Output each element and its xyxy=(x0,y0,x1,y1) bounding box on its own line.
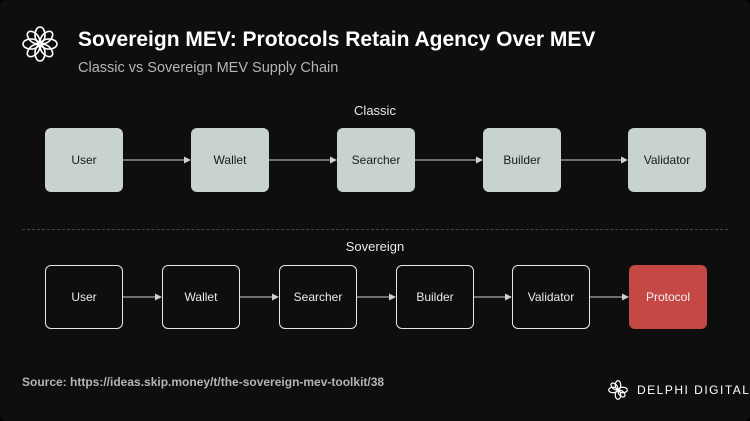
sovereign-section-label: Sovereign xyxy=(345,239,405,254)
sovereign-node-builder: Builder xyxy=(396,265,474,329)
section-divider xyxy=(22,229,728,230)
classic-node-builder: Builder xyxy=(483,128,561,192)
source-citation: Source: https://ideas.skip.money/t/the-s… xyxy=(22,375,385,389)
flower-logo-icon xyxy=(22,26,58,62)
brand-name: DELPHI DIGITAL xyxy=(637,383,750,397)
classic-node-validator: Validator xyxy=(628,128,706,192)
sovereign-node-protocol: Protocol xyxy=(629,265,707,329)
sovereign-node-validator: Validator xyxy=(512,265,590,329)
page-subtitle: Classic vs Sovereign MEV Supply Chain xyxy=(78,60,339,76)
brand-mark: DELPHI DIGITAL xyxy=(607,379,750,401)
sovereign-node-user: User xyxy=(45,265,123,329)
classic-section-label: Classic xyxy=(354,103,396,118)
classic-node-user: User xyxy=(45,128,123,192)
classic-node-searcher: Searcher xyxy=(337,128,415,192)
classic-node-wallet: Wallet xyxy=(191,128,269,192)
sovereign-node-searcher: Searcher xyxy=(279,265,357,329)
page-title: Sovereign MEV: Protocols Retain Agency O… xyxy=(78,28,596,51)
brand-logo-icon xyxy=(608,380,628,400)
sovereign-node-wallet: Wallet xyxy=(162,265,240,329)
